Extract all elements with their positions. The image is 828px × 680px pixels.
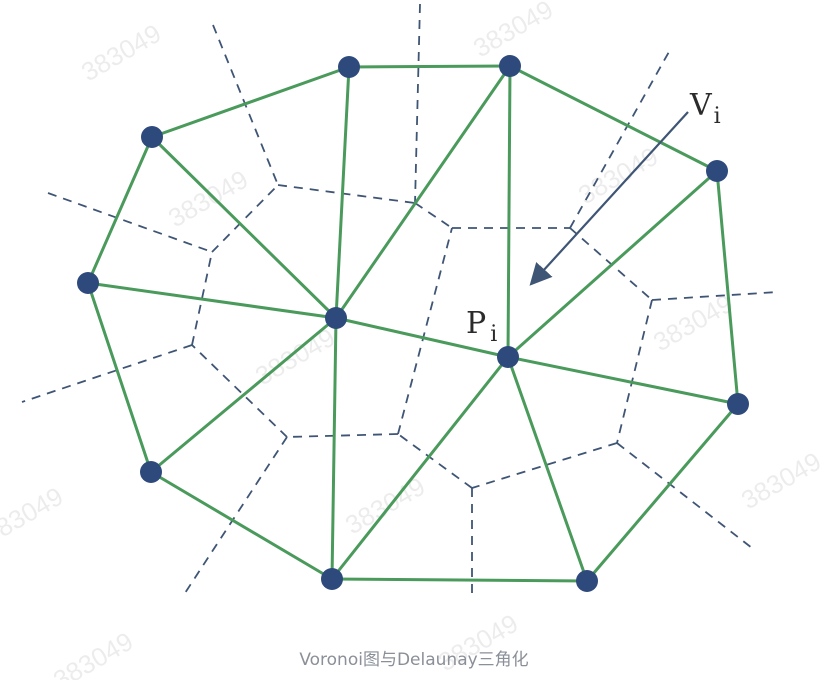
delaunay-edge [508,64,719,173]
site-point [140,461,162,483]
delaunay-edge [334,64,512,320]
voronoi-edge [277,184,416,204]
vertex-label-subscript: i [714,104,721,129]
site-point [77,272,99,294]
watermark-text: 383049 [468,0,558,63]
voronoi-edge [286,433,399,438]
voronoi-edge [184,436,288,594]
voronoi-edge [414,3,421,204]
delaunay-edge [86,135,154,285]
figure-caption: Voronoi图与Delaunay三角化 [299,650,529,670]
delaunay-edge [506,64,512,359]
voronoi-edge [47,192,213,253]
site-point [727,393,749,415]
delaunay-edge [149,316,338,474]
delaunay-edge [506,169,719,359]
watermark-text: 383049 [250,322,340,391]
delaunay-edge [86,281,338,320]
watermark-text: 383049 [340,471,430,540]
delaunay-edge [149,470,334,581]
delaunay-edge [150,65,351,139]
site-point [576,570,598,592]
delaunay-edge [715,169,740,406]
delaunay-edge [86,281,153,474]
voronoi-edge [569,49,671,229]
site-point [706,160,728,182]
point-label-subscript: i [490,322,497,347]
delaunay-edge [330,316,338,581]
site-point [141,126,163,148]
delaunay-edge [506,355,589,583]
watermark-text: 383049 [736,446,826,515]
vertex-label: Vi [689,88,721,129]
site-point [497,346,519,368]
point-label-base: P [466,306,486,341]
delaunay-edge [334,65,351,320]
voronoi-edge [616,299,653,444]
delaunay-edge [330,577,589,583]
delaunay-edge [506,355,740,406]
delaunay-edge [330,355,510,581]
voronoi-edge [191,344,288,438]
watermark-text: 383049 [648,288,738,357]
voronoi-edge [616,442,753,549]
site-point [321,568,343,590]
site-point [325,307,347,329]
voronoi-edge [21,344,193,403]
voronoi-edge [651,291,779,301]
voronoi-edge [414,202,453,229]
delaunay-edge [347,64,512,69]
delaunay-edge [150,135,338,320]
voronoi-edge [397,227,453,435]
voronoi-edge [471,442,618,489]
site-point [338,56,360,78]
vertex-label-base: V [689,88,713,123]
delaunay-edge [585,402,740,583]
watermark-text: 383049 [0,481,68,550]
watermark-text: 383049 [76,18,166,87]
site-point [499,55,521,77]
delaunay-edge-group [86,64,740,583]
delaunay-edge [334,316,510,359]
vertex-pointer-arrow [529,111,689,286]
site-point-group [77,55,749,592]
